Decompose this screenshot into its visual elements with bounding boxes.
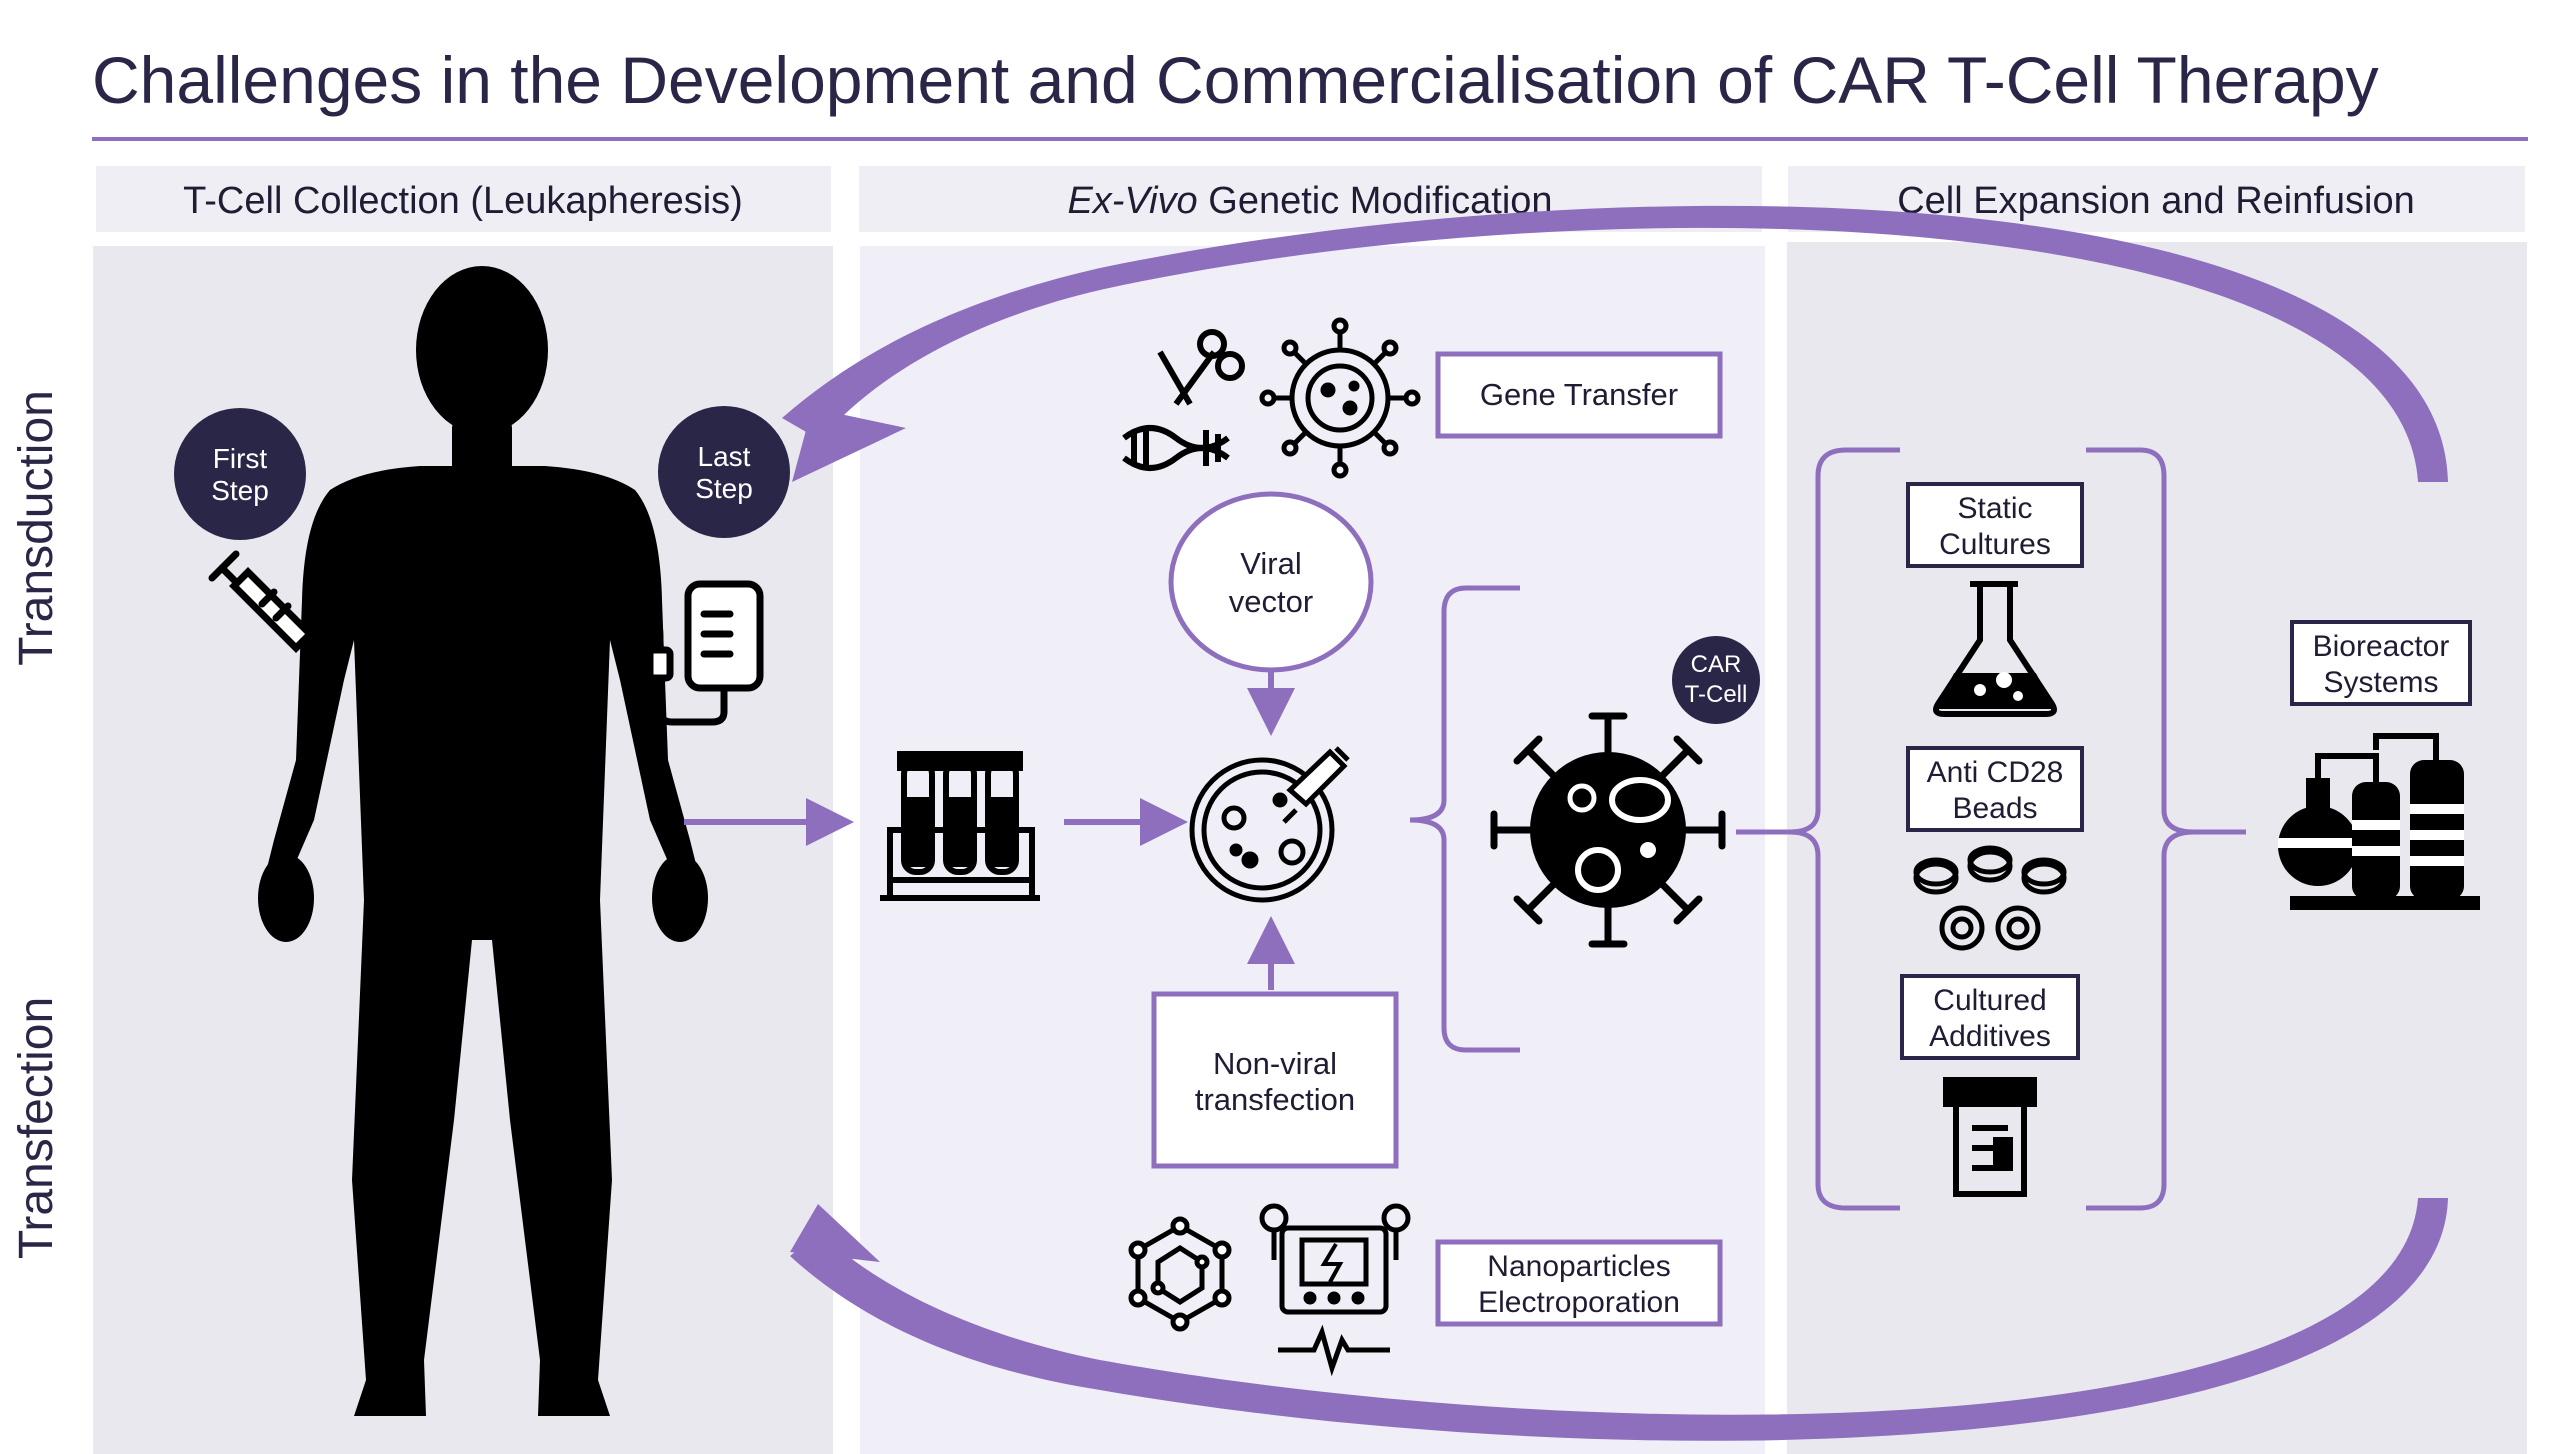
nanoparticles-line1: Nanoparticles <box>1487 1250 1670 1283</box>
viral-vector-line2: vector <box>1229 584 1313 619</box>
car-t-cell-badge <box>1672 636 1760 724</box>
car-t-cell-icon <box>1490 712 1726 948</box>
culture-bracket-right-bottom <box>2086 829 2195 1211</box>
non-viral-line1: Non-viral <box>1213 1046 1337 1081</box>
bioreactor-icon <box>2278 733 2480 910</box>
cultured-additives-box <box>1900 974 2080 1060</box>
last-step-line2: Step <box>695 473 753 504</box>
viral-vector-node <box>1168 491 1374 673</box>
test-tubes-icon <box>880 751 1040 901</box>
static-cultures-box <box>1906 482 2084 568</box>
anti-cd28-line1: Anti CD28 <box>1927 756 2064 789</box>
car-badge-line1: CAR <box>1691 651 1742 678</box>
gene-transfer-box <box>1435 351 1723 439</box>
syringe-icon <box>208 550 334 672</box>
iv-bag-icon <box>620 580 764 726</box>
dna-scissors-icon <box>1122 329 1245 471</box>
bioreactor-line2: Systems <box>2323 666 2438 699</box>
cultured-additives-line1: Cultured <box>1933 984 2046 1017</box>
nanoparticle-icon <box>1128 1216 1232 1332</box>
nanoparticles-line2: Electroporation <box>1478 1286 1680 1319</box>
electroporation-icon <box>1259 1203 1411 1377</box>
first-step-line1: First <box>213 443 268 474</box>
page-title: Challenges in the Development and Commer… <box>92 43 2379 117</box>
pill-bottle-icon <box>1943 1077 2037 1197</box>
side-label-transfection: Transfection <box>10 997 63 1259</box>
nanoparticles-box <box>1435 1239 1723 1327</box>
bioreactor-box <box>2290 620 2472 706</box>
top-return-arrowhead <box>792 408 906 482</box>
column-headers: T-Cell Collection (Leukapheresis) Ex-Viv… <box>96 166 2525 232</box>
header-collection <box>96 166 831 232</box>
static-cultures-line2: Cultures <box>1939 528 2051 561</box>
cultured-additives-line2: Additives <box>1929 1020 2051 1053</box>
last-step-line1: Last <box>698 441 751 472</box>
flask-icon <box>1933 581 2057 717</box>
first-step-line2: Step <box>211 475 269 506</box>
viral-vector-line1: Viral <box>1240 546 1301 581</box>
non-viral-box <box>1151 991 1399 1169</box>
bioreactor-line1: Bioreactor <box>2313 630 2450 663</box>
bottom-return-swoosh <box>790 1198 2448 1441</box>
static-cultures-line1: Static <box>1957 492 2032 525</box>
beads-icon <box>1913 845 2067 951</box>
anti-cd28-line2: Beads <box>1952 792 2037 825</box>
side-label-transduction: Transduction <box>10 390 63 666</box>
header-expansion-label: Cell Expansion and Reinfusion <box>1897 180 2415 222</box>
virus-icon <box>1259 317 1421 479</box>
non-viral-line2: transfection <box>1195 1082 1355 1117</box>
last-step-badge <box>658 406 790 538</box>
petri-dish-icon <box>1189 746 1350 903</box>
car-bracket-left <box>1409 585 1520 1053</box>
header-collection-label: T-Cell Collection (Leukapheresis) <box>183 180 743 222</box>
human-silhouette-icon <box>258 266 708 1416</box>
anti-cd28-box <box>1906 746 2084 832</box>
culture-bracket-left-bottom <box>1789 829 1900 1211</box>
car-badge-line2: T-Cell <box>1685 681 1748 708</box>
gene-transfer-label: Gene Transfer <box>1480 377 1678 412</box>
first-step-badge <box>174 408 306 540</box>
bottom-return-arrowhead <box>790 1204 880 1262</box>
